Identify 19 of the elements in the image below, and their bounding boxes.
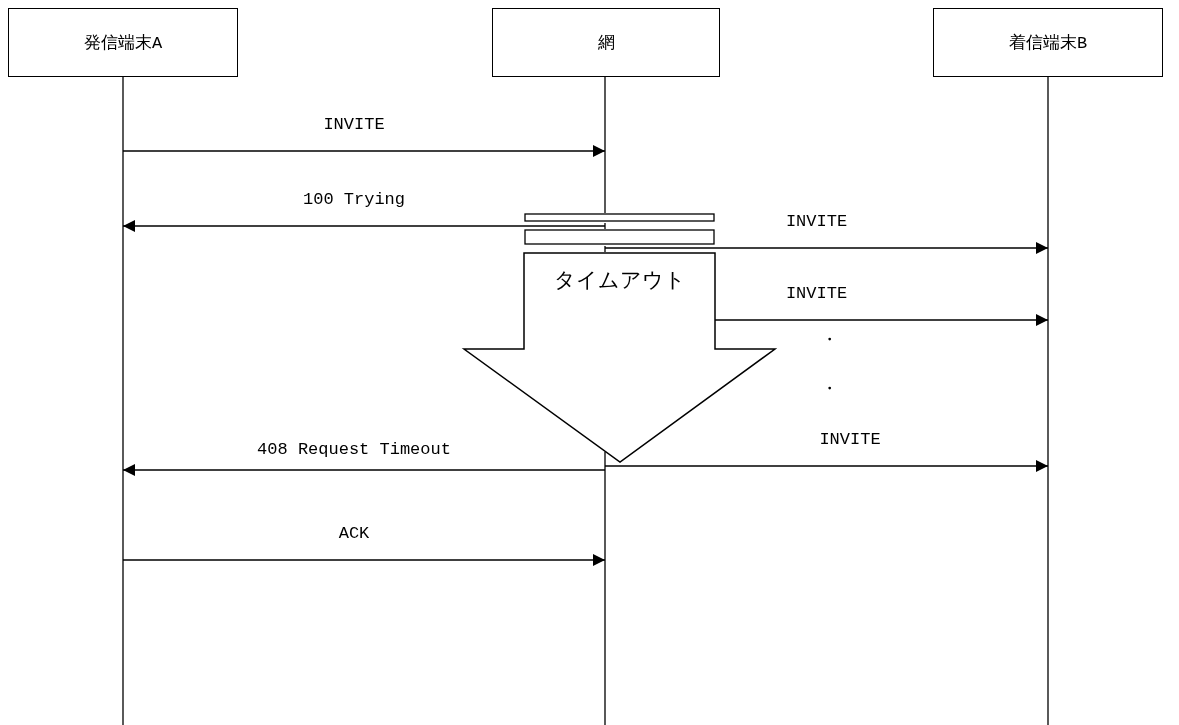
message-arrow	[122, 554, 606, 566]
message-label: INVITE	[323, 115, 385, 134]
timeout-label: タイムアウト	[554, 269, 686, 294]
participant-box: 発信端末A	[8, 8, 238, 77]
message-arrow	[604, 460, 1049, 472]
message-label: 100 Trying	[303, 190, 405, 209]
message-arrow	[122, 145, 606, 157]
message-label: INVITE	[785, 212, 848, 231]
message-label: INVITE	[785, 284, 848, 303]
ellipsis-dot: ・	[820, 330, 838, 351]
message-arrow	[604, 242, 1049, 254]
message-label: INVITE	[819, 430, 881, 449]
message-arrow	[122, 220, 606, 232]
message-arrow	[122, 464, 606, 476]
ellipsis-dot: ・	[820, 379, 838, 400]
message-label: ACK	[338, 524, 370, 543]
participant-box: 網	[492, 8, 720, 77]
message-label: 408 Request Timeout	[257, 440, 451, 459]
participant-box: 着信端末B	[933, 8, 1163, 77]
